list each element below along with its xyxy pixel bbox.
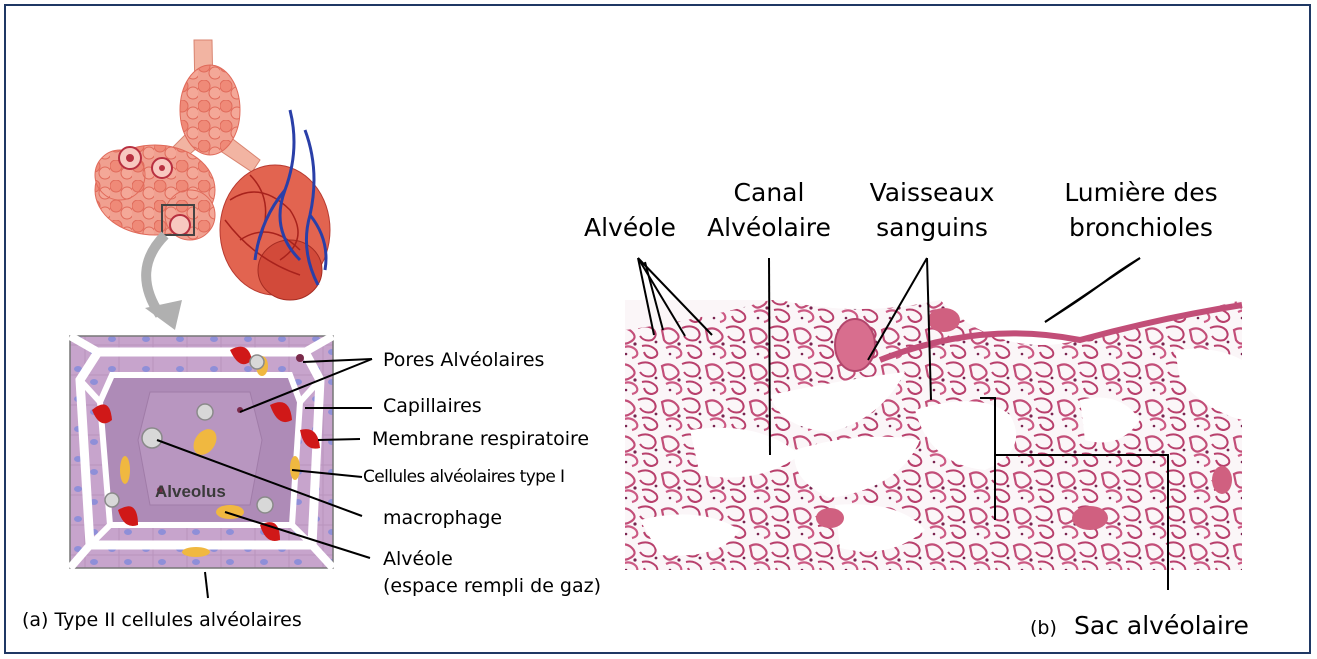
label-pores-alveolaires: Pores Alvéolaires [383,348,544,372]
lung-tissue-micrograph [625,300,1242,570]
caption-panel-a: (a) Type II cellules alvéolaires [22,608,302,632]
caption-panel-b-letter: (b) [1030,616,1057,640]
label-capillaires: Capillaires [383,394,482,418]
label-alveole-b: Alvéole [584,212,676,244]
label-canal-alveolaire-line1: Canal [703,177,835,209]
label-macrophage: macrophage [383,506,502,530]
label-vaisseaux-sanguins-line1: Vaisseaux [862,177,1002,209]
zoom-arrow [146,235,165,315]
inset-alveolus-label: Alveolus [155,482,226,501]
label-espace-rempli-de-gaz: (espace rempli de gaz) [383,574,601,598]
label-alveole-a: Alvéole [383,547,453,571]
label-membrane-respiratoire: Membrane respiratoire [372,427,589,451]
label-cellules-alveolaires-type-i: Cellules alvéolaires type I [363,466,564,488]
label-canal-alveolaire-line2: Alvéolaire [703,212,835,244]
label-sac-alveolaire: Sac alvéolaire [1074,610,1249,642]
label-vaisseaux-sanguins-line2: sanguins [862,212,1002,244]
label-lumiere-bronchioles-line1: Lumière des [1026,177,1256,209]
label-lumiere-bronchioles-line2: bronchioles [1026,212,1256,244]
bronchial-tree-illustration [95,40,330,330]
